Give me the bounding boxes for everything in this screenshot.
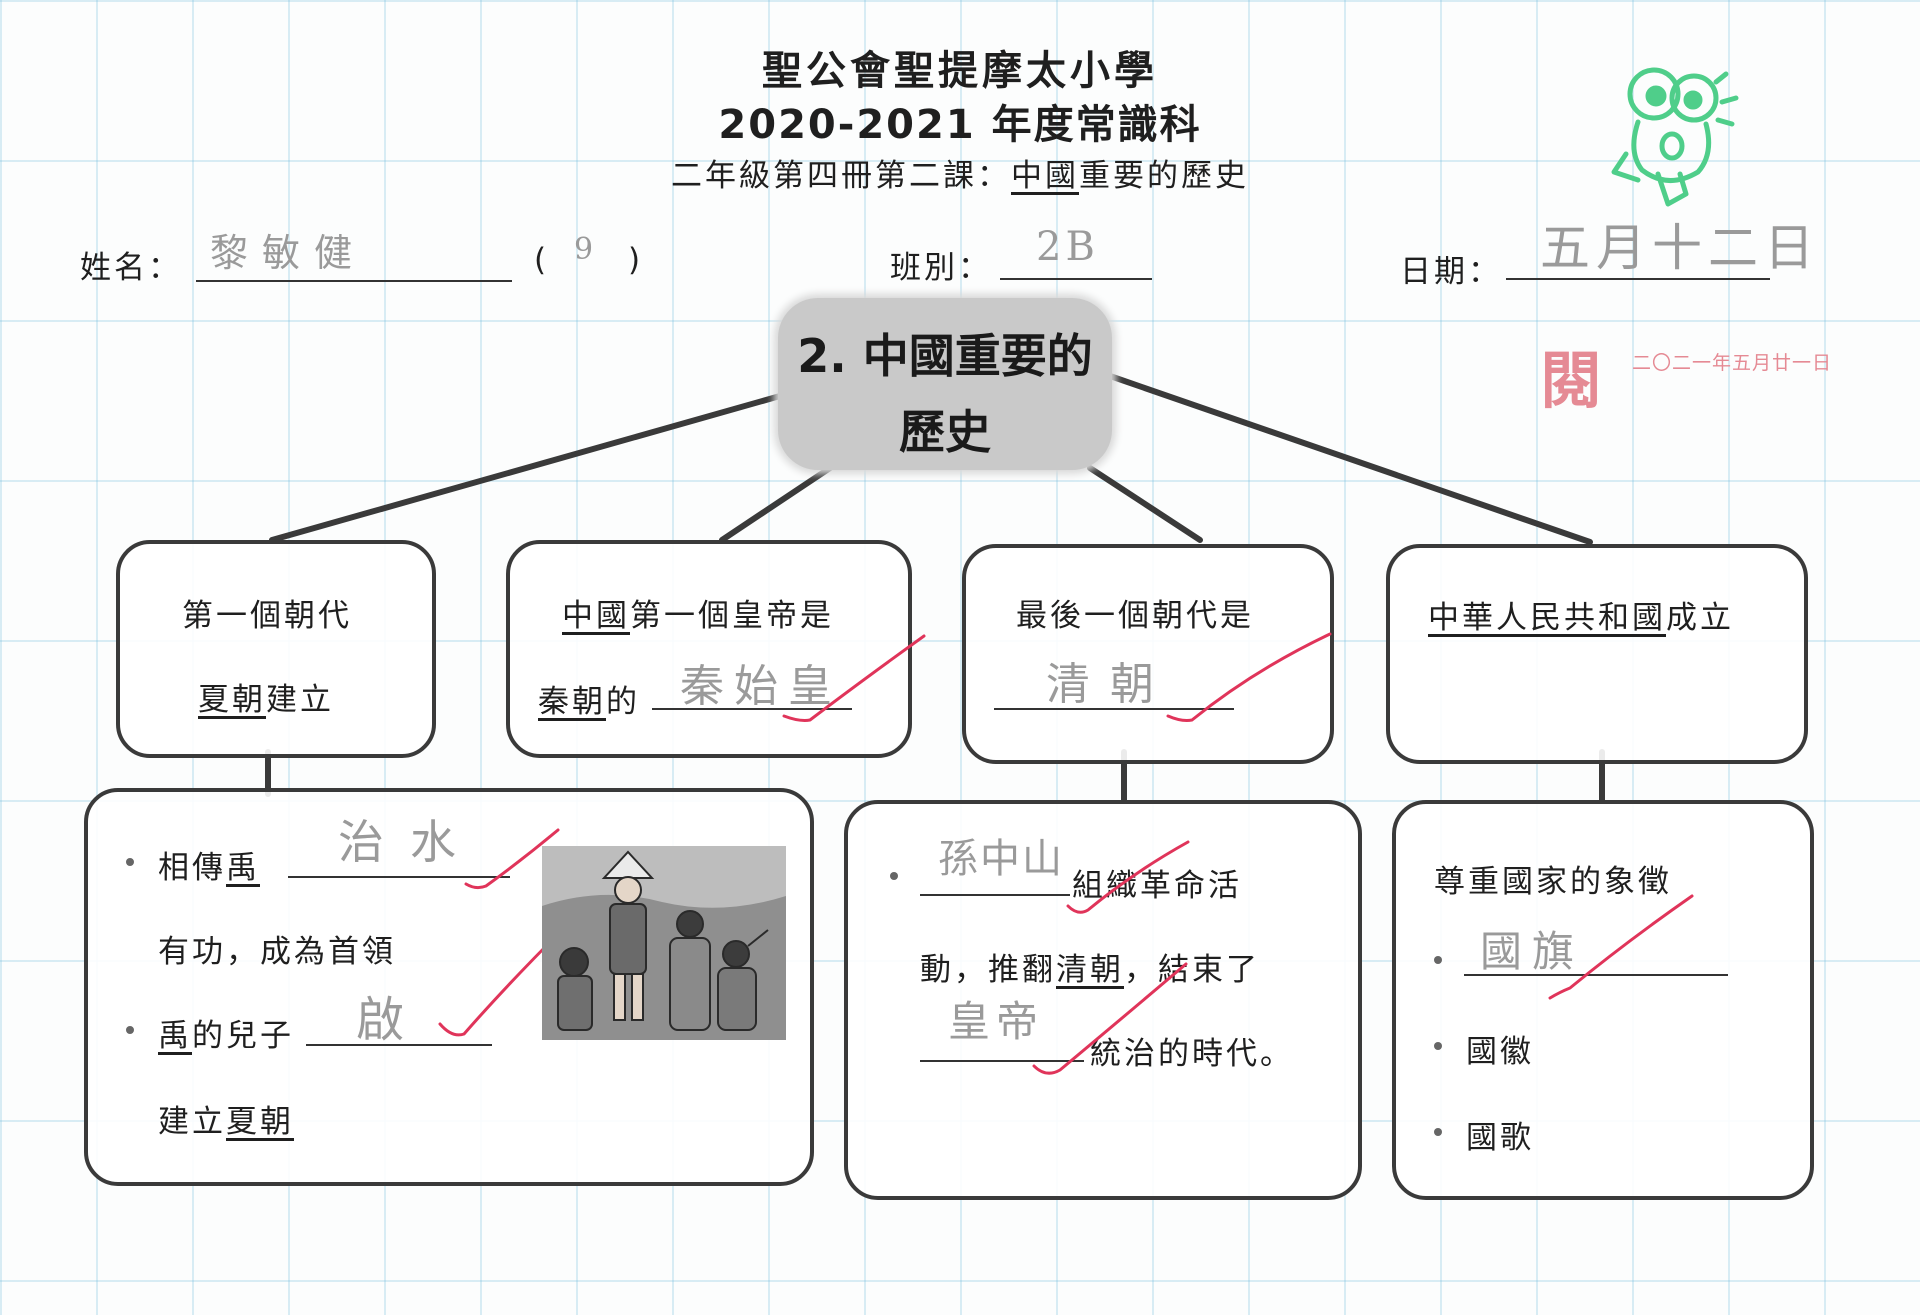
b2-line1: 中國第一個皇帝是 — [562, 590, 834, 635]
b5-line3: 禹的兒子 — [158, 1010, 294, 1055]
box-prc — [1386, 544, 1808, 764]
b6-blank-2 — [920, 1060, 1084, 1062]
year-subject: 2020-2021 年度常識科 — [718, 102, 1202, 148]
b5-l3-rest: 的兒子 — [192, 1018, 294, 1054]
b5-l4-pre: 建立 — [158, 1104, 226, 1140]
lesson-prefix: 二年級第四冊第二課： — [671, 158, 1011, 194]
b4-line1: 中華人民共和國成立 — [1428, 592, 1734, 637]
b5-l4-u: 夏朝 — [226, 1104, 294, 1140]
box-first-emperor — [506, 540, 912, 758]
b1-line1: 第一個朝代 — [182, 598, 352, 634]
center-topic: 2. 中國重要的 歷史 — [778, 298, 1112, 470]
b3-line1: 最後一個朝代是 — [1016, 598, 1254, 634]
b7-item-3: 國歌 — [1466, 1120, 1534, 1156]
b4-line1-rest: 成立 — [1666, 600, 1734, 636]
b1-line2-rest: 建立 — [266, 682, 334, 718]
stamp-char: 閱 — [1540, 344, 1603, 417]
b5-answer-1[interactable]: 治水 — [338, 815, 482, 869]
center-line-1: 2. 中國重要的 — [797, 329, 1093, 383]
date-line — [1506, 278, 1770, 280]
b7-answer-1[interactable]: 國旗 — [1480, 927, 1585, 976]
b6-line3: 統治的時代。 — [1090, 1036, 1294, 1072]
number-value[interactable]: 9 — [574, 232, 594, 267]
lesson-title: 二年級第四冊第二課：中國重要的歷史 — [0, 150, 1920, 195]
b1-line2-u: 夏朝 — [198, 682, 266, 718]
number-open: ( — [534, 242, 550, 278]
lesson-suffix: 重要的歷史 — [1079, 158, 1249, 194]
b2-line2-rest: 的 — [606, 684, 640, 720]
b6-bullet — [890, 872, 898, 880]
b6-blank-1 — [920, 894, 1070, 896]
b5-l3-u: 禹 — [158, 1018, 192, 1054]
stamp-date: 二〇二一年五月廿一日 — [1632, 352, 1833, 374]
b2-answer[interactable]: 秦始皇 — [680, 661, 842, 712]
b3-answer[interactable]: 清朝 — [1046, 659, 1174, 710]
b6-l2-u: 清朝 — [1056, 952, 1124, 988]
b7-item-2: 國徽 — [1466, 1034, 1534, 1070]
b5-bullet-2 — [126, 1026, 134, 1034]
b6-l2-rest: ，結束了 — [1124, 952, 1260, 988]
b5-answer-2[interactable]: 啟 — [356, 992, 419, 1048]
date-value[interactable]: 五月十二日 — [1540, 219, 1820, 277]
b5-line2: 有功，成為首領 — [158, 934, 396, 970]
b2-blank — [652, 708, 852, 710]
b6-answer-1[interactable]: 孫中山 — [938, 836, 1064, 882]
box-last-dynasty — [962, 544, 1334, 764]
date-label: 日期： — [1400, 254, 1502, 290]
b5-line1: 相傳禹 — [158, 842, 260, 887]
b2-line1-rest: 第一個皇帝是 — [630, 598, 834, 634]
b7-bullet-1 — [1434, 956, 1442, 964]
b4-line1-u: 中華人民共和國 — [1428, 600, 1666, 636]
lesson-underlined: 中國 — [1011, 158, 1079, 194]
class-value[interactable]: 2B — [1036, 224, 1099, 270]
name-label: 姓名： — [80, 250, 182, 286]
b6-line1: 組織革命活 — [1072, 868, 1242, 904]
b2-line2-u: 秦朝 — [538, 684, 606, 720]
school-name: 聖公會聖提摩太小學 — [762, 48, 1158, 94]
center-line-2: 歷史 — [899, 405, 991, 459]
b2-line1-u: 中國 — [562, 598, 630, 634]
b5-l1-pre: 相傳 — [158, 850, 226, 886]
b5-l1-u: 禹 — [226, 850, 260, 886]
b6-l2-pre: 動，推翻 — [920, 952, 1056, 988]
box-first-dynasty — [116, 540, 436, 758]
name-line — [196, 280, 512, 282]
frog-sticker-icon — [1611, 67, 1739, 207]
class-line — [1000, 278, 1152, 280]
b6-line2: 動，推翻清朝，結束了 — [920, 944, 1260, 989]
b5-blank-1 — [288, 876, 510, 878]
name-value[interactable]: 黎敏健 — [210, 231, 367, 275]
box-national-symbols — [1392, 800, 1814, 1200]
b7-bullet-2 — [1434, 1042, 1442, 1050]
b2-line2: 秦朝的 — [538, 676, 640, 721]
b3-blank — [994, 708, 1234, 710]
b6-answer-2[interactable]: 皇帝 — [948, 997, 1045, 1046]
class-label: 班別： — [890, 250, 992, 286]
number-close: ) — [628, 242, 644, 278]
b5-bullet-1 — [126, 858, 134, 866]
b7-title: 尊重國家的象徵 — [1434, 864, 1672, 900]
b5-line4: 建立夏朝 — [158, 1096, 294, 1141]
b7-bullet-3 — [1434, 1128, 1442, 1136]
b1-line2: 夏朝建立 — [198, 674, 334, 719]
yu-illustration — [542, 846, 786, 1040]
b5-blank-2 — [306, 1044, 492, 1046]
